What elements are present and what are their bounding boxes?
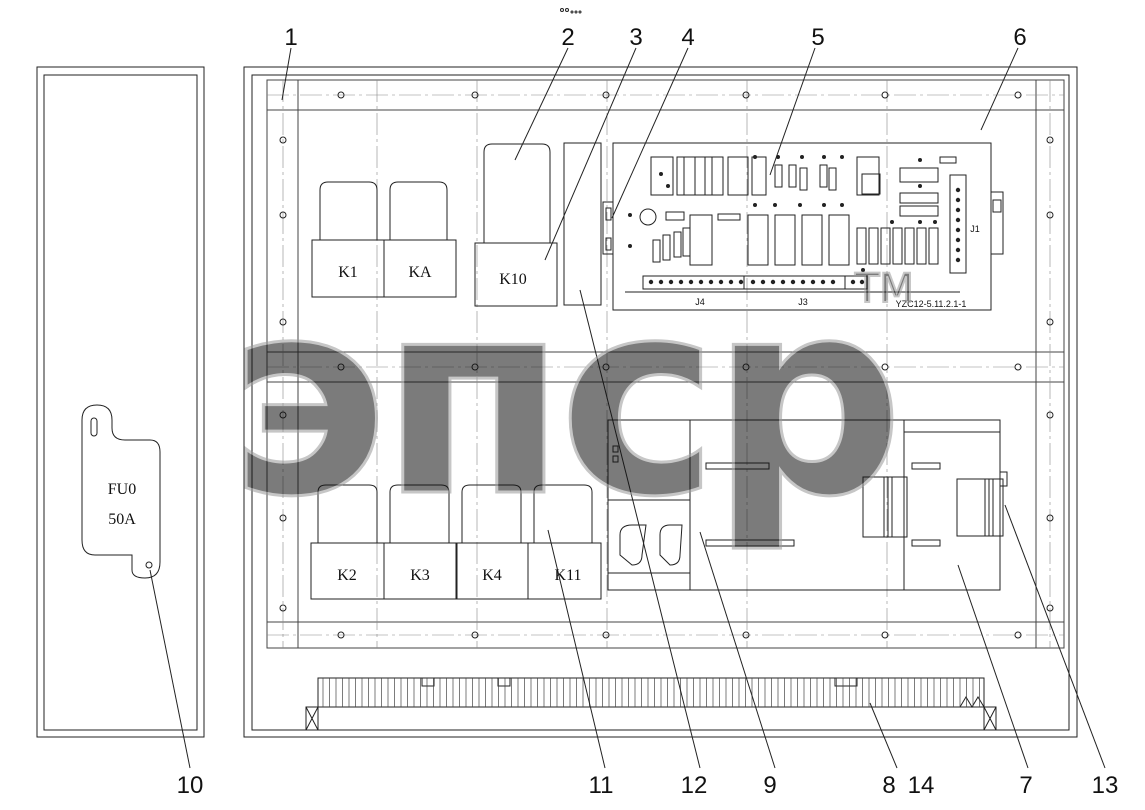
leader-lines	[149, 47, 1106, 769]
relay-ka-label: KA	[408, 264, 432, 281]
relay-k2-label: K2	[337, 567, 357, 584]
watermark: эпср TM	[227, 240, 915, 558]
callout-7: 7	[1019, 772, 1032, 799]
callout-6: 6	[1013, 24, 1026, 51]
relay-k1-label: K1	[338, 264, 358, 281]
callout-8: 8	[882, 772, 895, 799]
callout-numbers: 1 2 3 4 5 6 7 8 14 13 12 11 9 10	[177, 24, 1119, 799]
callout-2: 2	[561, 24, 574, 51]
relay-k10-label: K10	[499, 271, 527, 288]
din-strip-4	[563, 142, 602, 306]
fuse-labels: FU0 50A	[108, 481, 136, 528]
connector-j3-label: J3	[798, 297, 808, 307]
callout-14: 14	[908, 772, 935, 799]
relay-k4-label: K4	[482, 567, 502, 584]
plc-unit	[607, 419, 1008, 591]
fuse-rating: 50A	[108, 511, 136, 528]
door-panel	[36, 66, 205, 738]
board-labels: J4 J3 J1 YZC12-5.11.2.1-1	[695, 224, 980, 309]
mounting-plate	[266, 79, 1065, 649]
connector-j4-label: J4	[695, 297, 705, 307]
relay-k3	[383, 484, 458, 600]
callout-9: 9	[763, 772, 776, 799]
watermark-tm: TM	[854, 266, 914, 312]
fuse-name: FU0	[108, 481, 136, 498]
terminal-block	[305, 677, 997, 731]
connector-j1-label: J1	[970, 224, 980, 234]
callout-3: 3	[629, 24, 642, 51]
callout-1: 1	[284, 24, 297, 51]
mounting-holes	[279, 91, 1054, 639]
control-board	[602, 142, 1004, 311]
callout-11: 11	[589, 772, 614, 799]
relay-labels: K1 KA K10 K2 K3 K4 K11	[337, 264, 581, 584]
relay-k10	[474, 143, 558, 307]
callout-13: 13	[1092, 772, 1119, 799]
relay-k11-label: K11	[555, 567, 582, 584]
callout-12: 12	[681, 772, 708, 799]
board-model-label: YZC12-5.11.2.1-1	[896, 299, 967, 309]
header-mark	[560, 8, 582, 14]
terminal-dots	[628, 155, 961, 285]
callout-5: 5	[811, 24, 824, 51]
relay-k3-label: K3	[410, 567, 430, 584]
terminal-ticks	[322, 678, 980, 707]
fuse-fu0	[81, 404, 161, 579]
relay-ka	[383, 181, 457, 298]
callout-10: 10	[177, 772, 204, 799]
watermark-text: эпср	[228, 241, 896, 556]
callout-4: 4	[681, 24, 694, 51]
